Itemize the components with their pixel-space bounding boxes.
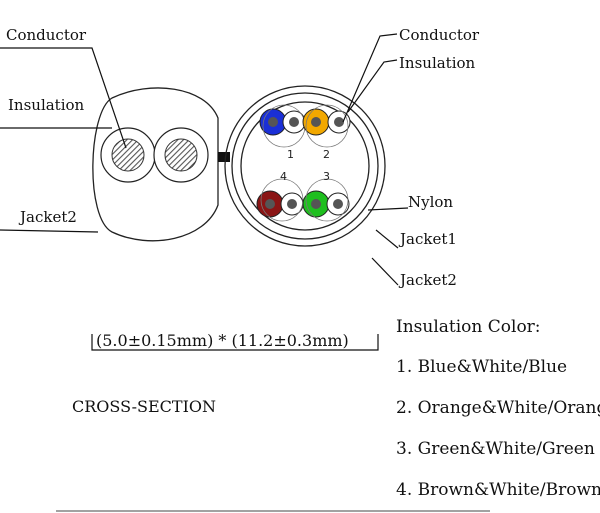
label-jacket1: Jacket1 [398, 230, 457, 248]
label-nylon: Nylon [408, 193, 453, 211]
power-conductor-1 [111, 138, 145, 172]
pair-4-white-conductor [287, 199, 297, 209]
leader-jacket2-right [371, 257, 399, 286]
pair-4-color-conductor [265, 199, 275, 209]
label-insulation-right: Insulation [399, 54, 476, 72]
leader-conductor-left [0, 47, 127, 149]
legend-item-4: 4. Brown&White/Brown [396, 480, 600, 500]
connecting-web [218, 152, 230, 162]
power-jacket-outline [92, 87, 219, 242]
cross-section-title: CROSS-SECTION [72, 397, 216, 416]
pair-number-3: 3 [323, 170, 330, 183]
pair-3-color-conductor [311, 199, 321, 209]
pair-1-white-conductor [289, 117, 299, 127]
leader-conductor-right [342, 33, 398, 123]
pair-3-white-conductor [333, 199, 343, 209]
pair-4 [256, 178, 304, 222]
label-conductor-left: Conductor [6, 26, 87, 44]
pair-3-boundary [305, 178, 349, 222]
leader-lines [0, 33, 409, 286]
dimension-text: (5.0±0.15mm) * (11.2±0.3mm) [96, 331, 349, 350]
pair-2-boundary [305, 104, 349, 148]
leader-jacket2-left [0, 229, 99, 233]
jacket2-outer-ring [224, 85, 386, 247]
pair-4-boundary [260, 178, 304, 222]
label-jacket2-left: Jacket2 [18, 208, 77, 226]
legend-item-2: 2. Orange&White/Orange [396, 398, 600, 418]
legend-item-1: 1. Blue&White/Blue [396, 357, 567, 377]
leader-jacket1 [375, 229, 399, 249]
data-cable-section: 1 2 3 4 [224, 85, 386, 247]
power-section [92, 87, 219, 242]
power-conductor-2 [164, 138, 198, 172]
pair-3 [302, 178, 350, 222]
dimension-bracket [91, 334, 379, 351]
pair-number-4: 4 [280, 170, 287, 183]
pair-2-white-conductor [334, 117, 344, 127]
pair-1-color-conductor [268, 117, 278, 127]
label-insulation-left: Insulation [8, 96, 85, 114]
leader-insulation-right [347, 59, 398, 113]
legend-title: Insulation Color: [396, 317, 541, 337]
pair-number-2: 2 [323, 148, 330, 161]
pair-2-color-conductor [311, 117, 321, 127]
pair-2 [302, 104, 351, 148]
label-conductor-right: Conductor [399, 26, 480, 44]
jacket1-ring [231, 92, 379, 240]
nylon-ring [240, 101, 370, 231]
legend-item-3: 3. Green&White/Green [396, 439, 595, 459]
pair-1 [259, 104, 306, 148]
pair-number-1: 1 [287, 148, 294, 161]
leader-nylon [367, 207, 409, 211]
label-jacket2-right: Jacket2 [398, 271, 457, 289]
